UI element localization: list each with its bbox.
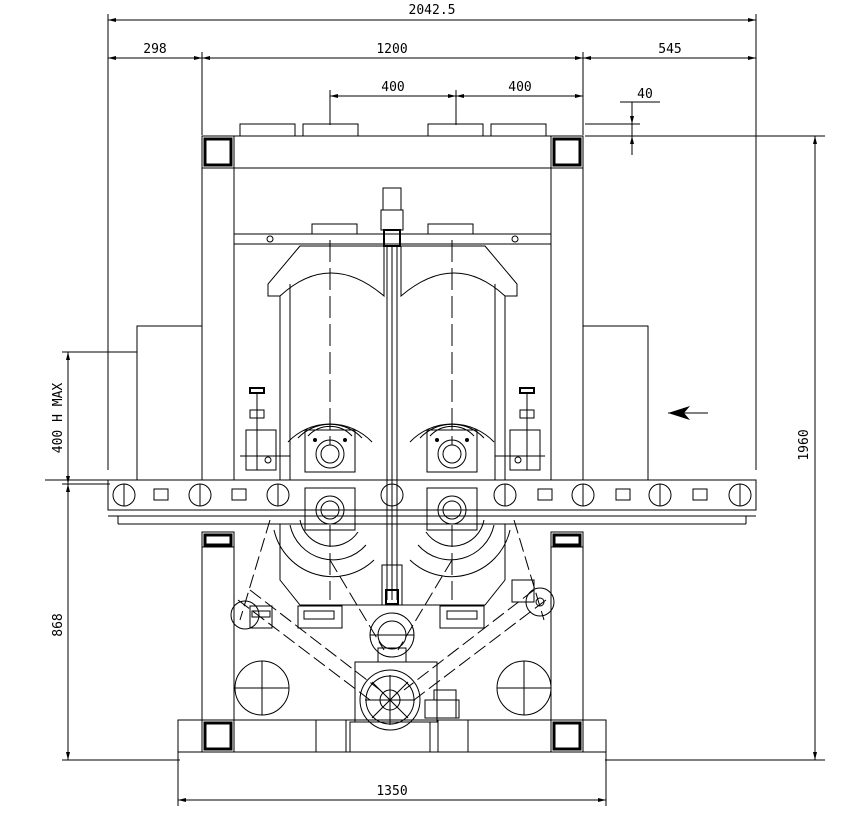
feed-direction-arrow-icon xyxy=(668,406,708,420)
dim-overall-width: 2042.5 xyxy=(409,3,456,18)
height-adjuster-right xyxy=(495,387,545,471)
lower-frame xyxy=(201,519,584,720)
dim-base-width: 1350 xyxy=(376,784,407,799)
dim-roller-spacing-right: 400 xyxy=(508,80,531,95)
dim-roller-spacing-left: 400 xyxy=(381,80,404,95)
dim-max-height: 400 H MAX xyxy=(51,383,66,454)
machine-base xyxy=(177,719,607,760)
lower-drum-right xyxy=(401,487,511,606)
dim-left-offset: 298 xyxy=(143,42,166,57)
dimension-lines xyxy=(62,14,825,806)
dim-height: 1960 xyxy=(797,429,812,460)
upper-drum-right xyxy=(400,223,518,480)
central-spindle xyxy=(380,187,404,600)
dim-right-offset: 545 xyxy=(658,42,681,57)
dim-center-width: 1200 xyxy=(376,42,407,57)
drive-motor xyxy=(349,661,460,753)
upper-frame xyxy=(122,123,649,480)
height-adjuster-left xyxy=(240,387,290,471)
upper-drum-left xyxy=(267,223,385,480)
dim-gap: 40 xyxy=(637,87,653,102)
lower-drum-left xyxy=(273,487,384,606)
conveyor-bed xyxy=(45,479,757,525)
dim-base-height: 868 xyxy=(51,613,66,636)
